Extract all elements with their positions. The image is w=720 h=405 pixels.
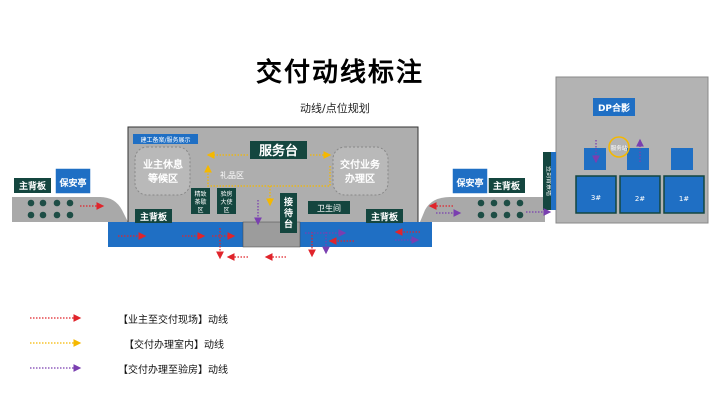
page-title: 交付动线标注 (255, 58, 424, 88)
page-subtitle: 动线/点位规划 (300, 102, 370, 115)
delivery-area-line2: 办理区 (345, 172, 375, 185)
dp-photo-box (593, 98, 635, 116)
main-board-left-outer-label: 主背板 (19, 180, 47, 192)
main-board-right-inner (366, 209, 403, 223)
reception-l3: 台 (284, 218, 293, 230)
service-station-label: 服务站 (611, 144, 628, 152)
legend-label-red: 【业主至交付现场】动线 (118, 315, 228, 326)
building-1-top (671, 148, 693, 170)
reception-l1: 接 (284, 196, 293, 208)
guard-booth-right (451, 167, 489, 195)
building-2-top (627, 148, 649, 170)
reception-box (280, 193, 297, 233)
guard-booth-left-label: 保安亭 (58, 177, 86, 189)
main-board-right-outer (488, 178, 525, 193)
main-board-left-inner (135, 209, 172, 223)
route-purple (254, 138, 644, 255)
inspection-l3: 区 (223, 207, 229, 214)
photo-wall-label: 签到背景墙 (545, 166, 553, 196)
route-yellow (204, 151, 332, 207)
restroom-label: 卫生间 (317, 203, 341, 213)
service-desk (250, 141, 307, 159)
photo-wall-strip (551, 152, 556, 210)
tea-break-box (191, 188, 210, 214)
tea-break-l3: 区 (197, 207, 203, 214)
owner-rest-line1: 业主休息 (143, 158, 183, 171)
delivery-area-zone (332, 146, 389, 196)
main-board-left-outer (14, 178, 51, 193)
inspection-l1: 验房 (220, 190, 232, 198)
right-road (420, 197, 545, 222)
building-1-label: 1# (679, 195, 689, 203)
bollards-right (477, 199, 524, 219)
legend-lines (30, 314, 82, 372)
service-station-circle (608, 136, 630, 158)
legend-label-purple: 【交付办理至验房】动线 (118, 365, 228, 376)
building-3 (575, 175, 617, 214)
building-2 (619, 175, 661, 214)
guard-booth-right-label: 保安亭 (455, 177, 483, 189)
delivery-area-line1: 交付业务 (340, 158, 381, 171)
owner-rest-zone (134, 146, 191, 196)
service-desk-label: 服务台 (259, 143, 298, 159)
building-1 (663, 175, 705, 214)
tea-break-l1: 精致 (194, 190, 206, 198)
building-2-label: 2# (635, 195, 645, 203)
main-board-right-inner-label: 主背板 (371, 211, 399, 223)
building-3-label: 3# (591, 194, 601, 202)
main-board-left-inner-label: 主背板 (140, 211, 168, 223)
walkway-right (300, 222, 432, 247)
inspection-l2: 大使 (220, 198, 232, 206)
reception-l2: 待 (284, 207, 293, 219)
restroom-box (308, 201, 350, 214)
gift-area-label: 礼品区 (220, 170, 244, 180)
photo-wall-box (543, 152, 551, 210)
route-red (80, 202, 453, 261)
inspection-staff-box (217, 188, 236, 214)
main-board-right-outer-label: 主背板 (493, 180, 521, 192)
building-3-top (584, 148, 606, 170)
bollards-left (27, 199, 74, 219)
owner-rest-line2: 等候区 (148, 172, 178, 185)
legend-label-yellow: 【交付办理室内】动线 (124, 340, 224, 351)
build-prep-label: 建工备案/服务展示 (140, 136, 190, 144)
walkway-left (108, 222, 243, 247)
dp-photo-label: DP合影 (598, 102, 630, 114)
build-prep-box (133, 134, 198, 144)
guard-booth-left (54, 167, 92, 195)
tea-break-l2: 茶歇 (194, 198, 206, 206)
